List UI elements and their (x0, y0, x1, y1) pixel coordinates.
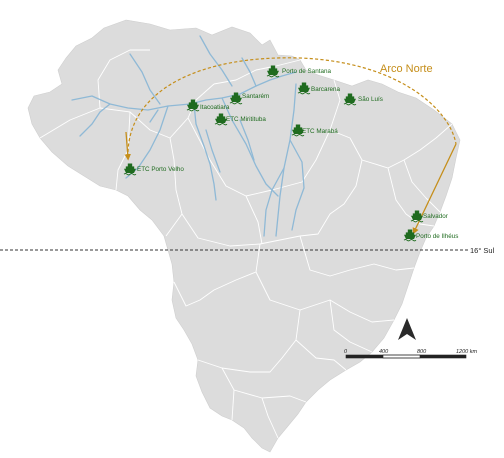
port-sao-luis: São Luís (343, 93, 383, 106)
port-label: ETC Marabá (302, 128, 338, 135)
port-santarem: Santarém (229, 92, 269, 105)
port-label: Itacoatiara (200, 104, 230, 111)
port-label: Porto de Ilhéus (416, 233, 458, 240)
latitude-label: 16° Sul (470, 246, 495, 255)
port-label: Barcarena (311, 86, 341, 93)
rivers (71, 35, 305, 237)
port-markers: Porto de Santana Barcarena São Luís Sant… (123, 65, 458, 242)
arco-norte-arc (127, 57, 457, 153)
scale-label-1200: 1200 km (456, 349, 478, 355)
port-label: ETC Porto Velho (137, 166, 184, 173)
state-borders (39, 49, 453, 439)
port-porto-de-ilheus: Porto de Ilhéus (403, 229, 458, 242)
port-label: São Luís (358, 96, 383, 103)
brazil-landmass (27, 19, 461, 453)
arco-norte-label: Arco Norte (380, 63, 433, 75)
arco-norte-west-arrow (124, 131, 131, 161)
port-itacoatiara: Itacoatiara (186, 99, 230, 112)
port-etc-porto-velho: ETC Porto Velho (123, 163, 184, 176)
port-salvador: Salvador (410, 210, 448, 223)
port-etc-maraba: ETC Marabá (291, 124, 338, 137)
scale-bar: 0 400 800 1200 km (344, 349, 478, 359)
scale-label-800: 800 (417, 349, 427, 355)
port-porto-de-santana: Porto de Santana (266, 65, 332, 78)
port-label: Santarém (242, 93, 269, 100)
scale-label-0: 0 (344, 349, 348, 355)
port-etc-miritituba: ETC Miritituba (214, 113, 266, 126)
port-label: ETC Miritituba (226, 116, 266, 123)
port-label: Salvador (423, 213, 448, 220)
port-label: Porto de Santana (282, 68, 332, 75)
north-arrow-icon (398, 318, 416, 340)
port-barcarena: Barcarena (297, 82, 341, 95)
scale-label-400: 400 (379, 349, 389, 355)
